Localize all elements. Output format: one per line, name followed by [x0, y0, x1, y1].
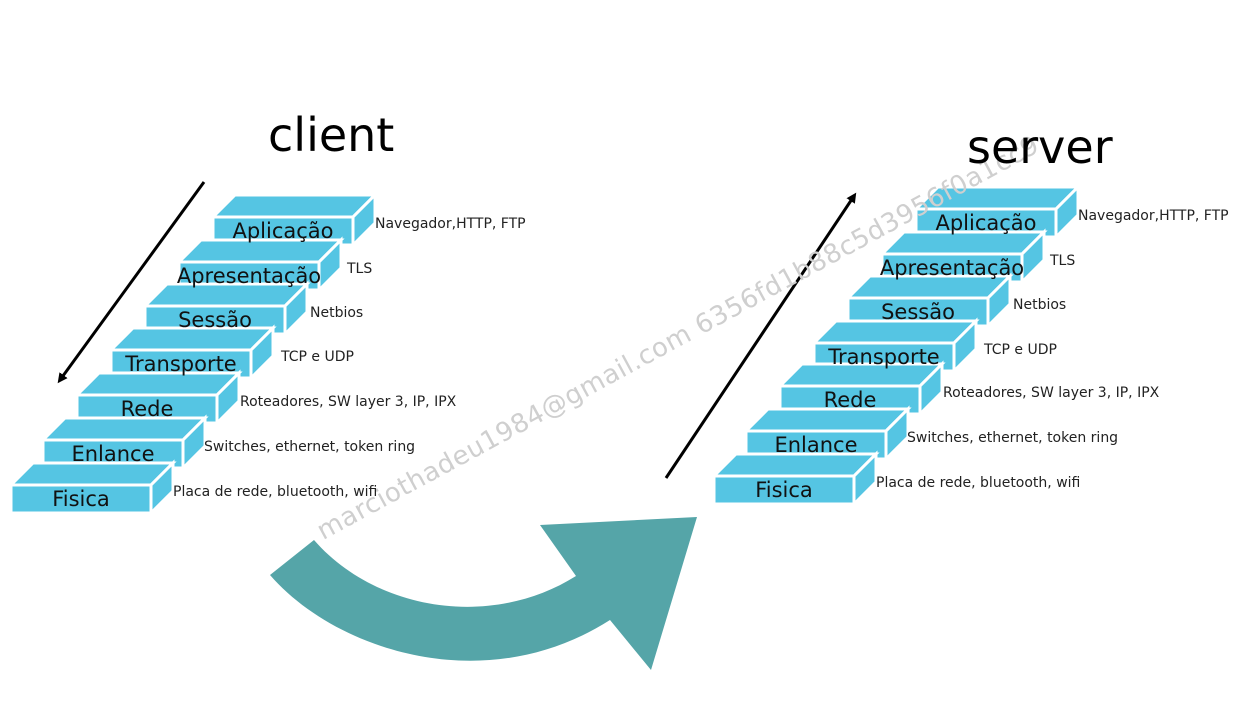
client-layer-note: Navegador,HTTP, FTP: [375, 216, 526, 232]
server-step-top: [710, 452, 880, 478]
curved-transfer-arrow: [270, 517, 697, 670]
client-layer-label: Apresentação: [176, 264, 322, 288]
client-layer-note: Switches, ethernet, token ring: [204, 439, 416, 455]
server-layer-label: Aplicação: [935, 211, 1037, 235]
client-layer-label: Aplicação: [232, 219, 334, 243]
server-layer-note: TLS: [1050, 253, 1076, 269]
server-step-top: [878, 230, 1048, 256]
client-layer-label: Sessão: [178, 308, 252, 332]
server-up-arrow: [664, 192, 857, 479]
server-layer-note: Roteadores, SW layer 3, IP, IPX: [943, 385, 1160, 401]
client-layer-note: TCP e UDP: [281, 349, 354, 365]
server-stack: [710, 183, 1082, 508]
server-title: server: [967, 120, 1113, 174]
client-step-top: [7, 461, 177, 487]
client-layer-note: Roteadores, SW layer 3, IP, IPX: [240, 394, 457, 410]
client-layer-note: TLS: [347, 261, 373, 277]
server-step-top: [742, 407, 912, 433]
server-step-front: [712, 474, 856, 506]
client-layer-label: Transporte: [125, 352, 237, 376]
server-layer-label: Enlance: [774, 433, 858, 457]
server-layer-label: Rede: [823, 388, 877, 412]
client-layer-note: Placa de rede, bluetooth, wifi: [173, 484, 378, 500]
client-stack: [7, 191, 379, 517]
server-layer-note: Switches, ethernet, token ring: [907, 430, 1119, 446]
client-title: client: [268, 108, 395, 162]
server-layer-label: Sessão: [881, 300, 955, 324]
client-down-arrow: [57, 181, 206, 384]
server-layer-note: Navegador,HTTP, FTP: [1078, 208, 1229, 224]
client-layer-label: Rede: [120, 397, 174, 421]
client-layer-label: Fisica: [52, 487, 110, 511]
server-layer-label: Apresentação: [879, 256, 1025, 280]
client-step-front: [9, 483, 153, 515]
client-layer-label: Enlance: [71, 442, 155, 466]
server-layer-note: Placa de rede, bluetooth, wifi: [876, 475, 1081, 491]
client-step-top: [175, 238, 345, 264]
server-layer-label: Fisica: [755, 478, 813, 502]
server-layer-note: Netbios: [1013, 297, 1067, 313]
client-layer-note: Netbios: [310, 305, 364, 321]
server-layer-note: TCP e UDP: [984, 342, 1057, 358]
client-step-top: [73, 371, 243, 397]
server-layer-label: Transporte: [828, 345, 940, 369]
server-step-top: [810, 319, 980, 345]
client-step-top: [39, 416, 209, 442]
client-step-top: [209, 193, 379, 219]
